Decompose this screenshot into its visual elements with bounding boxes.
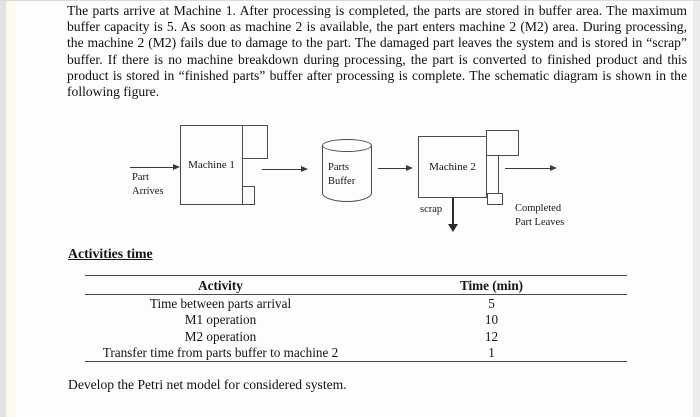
page-edge-left (0, 1, 6, 417)
machine1-attachment-bottom (242, 186, 255, 205)
table-row: Time between parts arrival 5 (85, 295, 627, 312)
activity-cell: Time between parts arrival (149, 295, 292, 311)
activity-cell: Transfer time from parts buffer to machi… (102, 345, 339, 361)
problem-statement: The parts arrive at Machine 1. After pro… (67, 3, 687, 100)
column-header-time: Time (min) (459, 277, 524, 293)
column-header-activity: Activity (198, 277, 243, 293)
activities-table: Activity Time (min) Time between parts a… (85, 275, 627, 362)
machine2-box: Machine 2 (418, 136, 487, 198)
arrow-shaft (262, 169, 302, 170)
machine1-box: Machine 1 (180, 125, 243, 205)
machine2-connector-line (498, 156, 499, 193)
arrow-head-icon (406, 165, 413, 171)
arrow-head-icon (448, 224, 458, 232)
completed-part-label: Completed Part Leaves (515, 203, 565, 228)
table-row: M1 operation 10 (85, 312, 627, 329)
part-arrives-label: Part Arrives (132, 172, 164, 197)
table-header-row: Activity Time (min) (85, 276, 627, 295)
machine1-label: Machine 1 (188, 159, 235, 171)
table-row: M2 operation 12 (85, 328, 627, 345)
parts-buffer-label: Parts Buffer (328, 162, 356, 187)
machine2-attachment-bottom (487, 193, 503, 205)
scrap-label: scrap (420, 204, 443, 215)
task-instruction: Develop the Petri net model for consider… (68, 377, 347, 392)
time-cell: 5 (488, 295, 495, 311)
arrow-head-icon (301, 166, 308, 172)
activities-time-heading: Activities time (68, 246, 153, 261)
activity-cell: M1 operation (184, 312, 257, 328)
time-cell: 1 (488, 345, 495, 361)
arrow-head-icon (550, 165, 557, 171)
cylinder-top-ellipse (322, 139, 372, 152)
machine2-label: Machine 2 (429, 161, 476, 173)
arrow-head-icon (173, 164, 180, 170)
arrow-shaft (452, 198, 454, 226)
page-edge-cream (6, 1, 16, 417)
machine1-attachment-top (242, 125, 268, 159)
arrow-shaft (505, 168, 551, 169)
table-row: Transfer time from parts buffer to machi… (85, 345, 627, 362)
arrow-completed-part (505, 165, 557, 172)
arrow-machine1-to-buffer (262, 166, 308, 173)
arrow-part-to-machine1 (130, 164, 180, 171)
activity-cell: M2 operation (184, 328, 257, 344)
arrow-buffer-to-machine2 (378, 165, 413, 172)
arrow-scrap-down (448, 198, 458, 232)
parts-buffer-cylinder (322, 139, 372, 202)
arrow-shaft (130, 167, 174, 168)
arrow-shaft (378, 168, 407, 169)
machine2-attachment-top (486, 130, 519, 156)
time-cell: 10 (484, 312, 499, 328)
cylinder-body (322, 145, 372, 202)
time-cell: 12 (484, 328, 499, 344)
page-edge-right (693, 1, 700, 417)
